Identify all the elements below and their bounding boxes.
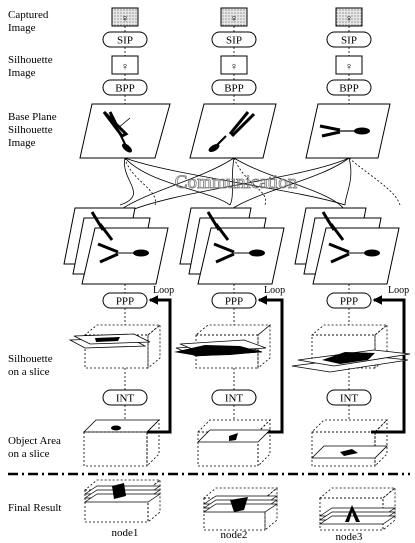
person-icon: ♀	[345, 13, 353, 25]
final-box-1: node1	[83, 479, 162, 539]
node1-label: node1	[112, 527, 139, 539]
communication-label: Communication	[175, 172, 298, 193]
ppp-label-3: PPP	[340, 296, 358, 308]
ppp-row: PPP PPP PPP Loop Loop Loop	[102, 284, 409, 309]
stacked-images-3	[294, 207, 400, 285]
label-area-line2: on a slice	[8, 448, 50, 460]
area-box-3	[311, 405, 388, 467]
sip-label-2: SIP	[226, 35, 242, 47]
label-base-line3: Image	[8, 137, 36, 149]
sip-label-3: SIP	[341, 35, 357, 47]
label-slice-line1: Silhouette	[8, 353, 53, 365]
final-box-2: node2	[202, 487, 279, 541]
person-icon: ♀	[230, 61, 238, 73]
node3-label: node3	[336, 531, 363, 543]
sip-label-1: SIP	[117, 35, 133, 47]
person-icon: ♀	[121, 13, 129, 25]
communication-links: Communication	[119, 157, 401, 216]
label-silhouette-line2: Image	[8, 67, 36, 79]
row-labels: Captured Image Silhouette Image Base Pla…	[8, 9, 61, 514]
slice-box-3	[291, 308, 411, 373]
final-box-3: node3	[318, 487, 397, 543]
stacked-images-1	[63, 207, 169, 285]
area-box-2	[197, 405, 271, 467]
label-captured-line1: Captured	[8, 9, 49, 21]
column-node1: ♀ SIP ♀ BPP	[79, 7, 171, 159]
person-icon: ♀	[230, 13, 238, 25]
label-base-line1: Base Plane	[8, 111, 57, 123]
bpp-label-1: BPP	[115, 83, 135, 95]
node2-label: node2	[221, 529, 248, 541]
label-slice-line2: on a slice	[8, 366, 50, 378]
column-node2: ♀ SIP ♀ BPP	[189, 7, 277, 159]
bpp-label-2: BPP	[224, 83, 244, 95]
label-silhouette-line1: Silhouette	[8, 54, 53, 66]
stacked-images-2	[179, 207, 285, 285]
int-label-2: INT	[225, 393, 244, 405]
column-node3: ♀ SIP ♀ BPP	[305, 7, 391, 159]
slice-box-1	[68, 308, 162, 369]
label-final: Final Result	[8, 502, 61, 514]
int-label-1: INT	[116, 393, 135, 405]
ppp-label-2: PPP	[225, 296, 243, 308]
int-row: INT INT INT	[102, 368, 372, 406]
loop-label-3: Loop	[388, 285, 409, 296]
area-box-1	[83, 405, 160, 467]
loop-label-1: Loop	[153, 285, 174, 296]
person-icon: ♀	[121, 61, 129, 73]
int-label-3: INT	[340, 393, 359, 405]
bpp-label-3: BPP	[339, 83, 359, 95]
loop-label-2: Loop	[264, 285, 285, 296]
slice-box-2	[174, 308, 272, 369]
loop-arrows	[147, 295, 406, 434]
label-base-line2: Silhouette	[8, 124, 53, 136]
label-captured-line2: Image	[8, 22, 36, 34]
ppp-label-1: PPP	[116, 296, 134, 308]
person-icon: ♀	[345, 61, 353, 73]
label-area-line1: Object Area	[8, 435, 61, 447]
